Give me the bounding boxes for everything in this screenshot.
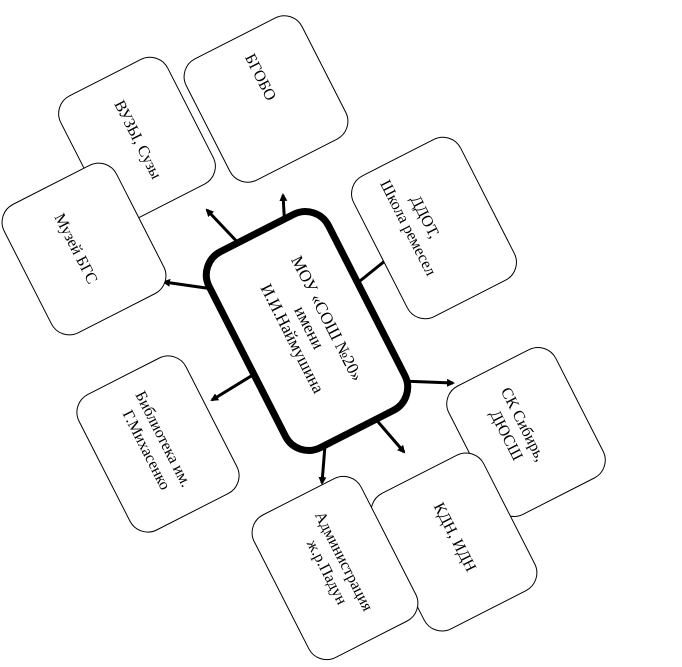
node-biblioteka: Библиотека им. Г.Михасенко (76, 355, 240, 533)
node-bgobo: БГОБО (183, 15, 349, 183)
center-node: МОУ «СОШ №20» имени И.И.Наймушина (202, 208, 412, 454)
node-kdn: КДН, ИДН (370, 452, 538, 632)
node-muzei: Музей БГС (1, 162, 167, 336)
node-ddot: ДДОТ, Школа ремесел (351, 136, 517, 320)
connector-muzei (162, 278, 214, 291)
node-administratsiya: Администрация ж.р.Падун (251, 475, 419, 661)
